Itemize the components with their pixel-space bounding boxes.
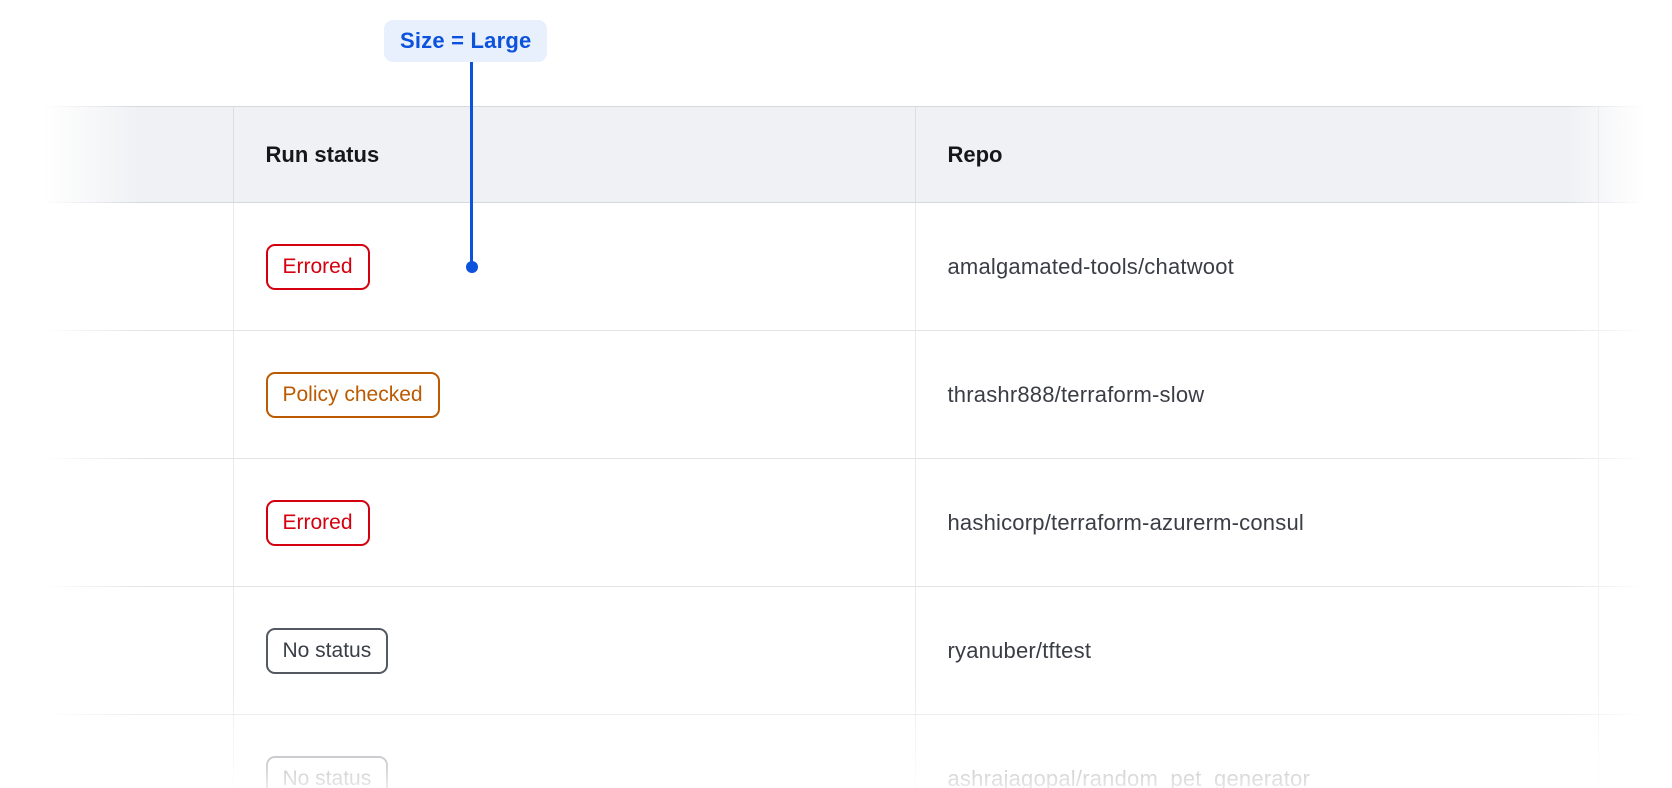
column-header-run-status: Run status — [233, 106, 916, 203]
column-header-repo: Repo — [915, 106, 1599, 203]
column-header-empty-right — [1598, 106, 1656, 203]
size-annotation-label: Size = Large — [384, 20, 548, 62]
run-status-cell: No status — [233, 586, 916, 715]
run-status-badge: No status — [265, 755, 389, 788]
repo-cell: ryanuber/tftest — [915, 586, 1599, 715]
run-status-badge: No status — [265, 627, 389, 674]
run-status-cell: Policy checked — [233, 330, 916, 459]
empty-cell-left — [43, 586, 234, 715]
empty-cell-right — [1598, 586, 1656, 715]
repo-cell: amalgamated-tools/chatwoot — [915, 202, 1599, 331]
runs-table: Run status Repo Errored amalgamated-tools… — [43, 106, 1656, 788]
run-status-badge: Errored — [265, 243, 370, 290]
run-status-badge: Errored — [265, 499, 370, 546]
runs-table-grid: Run status Repo Errored amalgamated-tools… — [43, 106, 1656, 788]
column-header-empty-left — [43, 106, 234, 203]
table-row: Errored amalgamated-tools/chatwoot — [43, 202, 1656, 331]
empty-cell-left — [43, 330, 234, 459]
run-status-cell: No status — [233, 714, 916, 788]
empty-cell-right — [1598, 202, 1656, 331]
annotation-pointer-dot — [466, 261, 478, 273]
run-status-cell: Errored — [233, 458, 916, 587]
empty-cell-left — [43, 202, 234, 331]
repo-cell: ashrajagopal/random_pet_generator — [915, 714, 1599, 788]
table-header-row: Run status Repo — [43, 106, 1656, 203]
annotation-pointer-line — [470, 58, 473, 262]
table-row: Policy checked thrashr888/terraform-slow — [43, 330, 1656, 459]
repo-cell: thrashr888/terraform-slow — [915, 330, 1599, 459]
table-row: No status ashrajagopal/random_pet_generat… — [43, 714, 1656, 788]
run-status-cell: Errored — [233, 202, 916, 331]
empty-cell-right — [1598, 458, 1656, 587]
empty-cell-right — [1598, 330, 1656, 459]
empty-cell-left — [43, 458, 234, 587]
empty-cell-left — [43, 714, 234, 788]
repo-cell: hashicorp/terraform-azurerm-consul — [915, 458, 1599, 587]
empty-cell-right — [1598, 714, 1656, 788]
table-row: Errored hashicorp/terraform-azurerm-consu… — [43, 458, 1656, 587]
run-status-badge: Policy checked — [265, 371, 440, 418]
table-row: No status ryanuber/tftest — [43, 586, 1656, 715]
